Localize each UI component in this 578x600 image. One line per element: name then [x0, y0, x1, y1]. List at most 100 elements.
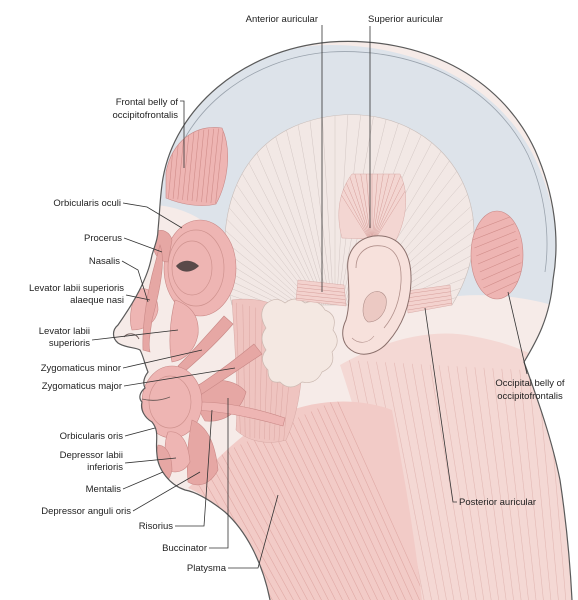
muscle-fiber-line	[296, 290, 346, 297]
muscle-fiber-line	[265, 432, 350, 600]
label-occipital-belly-line2: occipitofrontalis	[497, 391, 563, 402]
muscle-fiber-line	[406, 291, 451, 299]
platysma-muscle	[188, 401, 422, 600]
muscle-fiber-line	[528, 370, 552, 600]
label-occipital-belly-line1: Occipital belly of	[495, 378, 565, 389]
muscle-fiber-line	[233, 447, 315, 600]
muscle-fiber-line	[297, 287, 345, 293]
muscle-fiber-line	[365, 174, 373, 240]
leader-frontal-belly	[180, 100, 185, 168]
head-interior	[123, 45, 572, 600]
muscle-fiber-line	[447, 365, 485, 600]
muscle-fiber-line	[359, 174, 373, 240]
label-nasalis: Nasalis	[89, 256, 120, 267]
muscle-fiber-line	[406, 295, 452, 303]
muscle-fiber-line	[272, 429, 357, 600]
muscle-fiber-line	[481, 262, 522, 281]
muscle-fiber-line	[407, 302, 452, 311]
label-buccinator: Buccinator	[162, 543, 207, 554]
muscle-fiber-line	[519, 369, 544, 600]
muscle-fiber-line	[336, 401, 422, 600]
muscle-fiber-line	[371, 174, 406, 240]
label-frontal-belly-line2: occipitofrontalis	[113, 110, 179, 121]
muscle-fiber-line	[297, 283, 345, 290]
muscle-fiber-line	[483, 270, 523, 289]
muscle-fiber-line	[285, 423, 371, 600]
frontal-belly-fibers	[168, 128, 224, 204]
leader-platysma	[228, 494, 279, 569]
label-zygomaticus-minor: Zygomaticus minor	[41, 363, 121, 374]
leader-levator-labii-superioris-alaeque-nasi	[125, 294, 151, 301]
muscle-fiber-line	[402, 363, 447, 600]
leader-risorius	[175, 409, 213, 527]
muscle-fiber-line	[406, 287, 451, 295]
muscle-fiber-line	[323, 405, 413, 600]
muscle-fiber-line	[471, 215, 513, 233]
muscle-fiber-line	[227, 450, 308, 600]
muscle-fiber-line	[334, 202, 474, 306]
ear-lobule-line	[351, 335, 375, 343]
muscle-fiber-line	[346, 174, 373, 240]
muscle-fiber-line	[208, 459, 287, 600]
label-levator-labii-superioris-alaeque-nasi-line1: Levator labii superioris	[29, 283, 124, 294]
muscle-fiber-line	[484, 277, 523, 297]
label-depressor-labii-inferioris-line1: Depressor labii	[60, 450, 123, 461]
label-risorius: Risorius	[139, 521, 174, 532]
labels: Anterior auricular Superior auricular Fr…	[29, 14, 565, 574]
muscle-fiber-line	[334, 227, 474, 306]
head-outline	[112, 40, 573, 600]
label-orbicularis-oculi: Orbicularis oculi	[53, 198, 121, 209]
ear-concha	[362, 291, 387, 323]
muscle-fiber-line	[334, 190, 474, 306]
leader-mentalis	[122, 471, 164, 490]
muscle-fiber-line	[210, 128, 219, 204]
label-levator-labii-superioris-line1: Levator labii	[39, 326, 90, 337]
anterior-auricular-fibers	[296, 283, 346, 304]
orbicularis-oculi-ring	[171, 240, 213, 296]
label-frontal-belly-line1: Frontal belly of	[116, 97, 179, 108]
label-depressor-labii-inferioris-line2: inferioris	[87, 462, 123, 473]
parotid-gland	[261, 298, 338, 388]
neck-muscle-fibers	[349, 360, 572, 600]
leader-depressor-anguli-oris	[132, 471, 201, 512]
muscle-fiber-line	[338, 176, 373, 240]
muscle-fiber-line	[371, 174, 404, 240]
muscle-fiber-line	[371, 174, 392, 240]
muscle-fiber-line	[224, 190, 336, 306]
muscle-fiber-line	[334, 214, 474, 306]
muscle-fiber-line	[259, 435, 343, 600]
muscle-fiber-line	[479, 254, 521, 273]
label-platysma: Platysma	[187, 563, 227, 574]
risorius-muscle	[197, 401, 286, 427]
superior-auricular-muscle	[338, 173, 406, 241]
orbicularis-oculi-ring	[167, 229, 225, 307]
muscle-fiber-line	[296, 294, 346, 300]
label-orbicularis-oris: Orbicularis oris	[60, 431, 124, 442]
label-depressor-anguli-oris: Depressor anguli oris	[41, 506, 131, 517]
leader-levator-labii-superioris	[91, 329, 179, 341]
muscle-fiber-line	[310, 411, 399, 600]
muscle-fiber-line	[501, 368, 529, 600]
superior-auricular-fibers	[338, 174, 406, 240]
label-anterior-auricular: Anterior auricular	[246, 14, 318, 25]
leader-occipital-belly	[507, 291, 528, 375]
muscle-fiber-line	[472, 223, 515, 241]
muscle-fiber-line	[221, 453, 301, 600]
label-superior-auricular: Superior auricular	[368, 14, 443, 25]
muscle-fiber-line	[296, 297, 346, 304]
leader-buccinator	[209, 398, 229, 549]
muscle-fiber-line	[371, 174, 379, 240]
muscle-fiber-line	[394, 362, 440, 600]
muscle-fiber-line	[438, 365, 477, 600]
posterior-auricular-fibers	[406, 287, 452, 311]
muscle-fiber-line	[205, 128, 214, 203]
muscle-fiber-line	[215, 128, 224, 204]
levator-labii-superioris-alaeque-nasi-muscle	[142, 244, 163, 353]
leader-depressor-labii-inferioris	[124, 457, 177, 464]
muscle-fiber-line	[291, 420, 378, 600]
muscle-fiber-line	[474, 231, 516, 249]
leader-zygomaticus-minor	[122, 349, 203, 369]
muscle-fiber-line	[330, 402, 420, 600]
